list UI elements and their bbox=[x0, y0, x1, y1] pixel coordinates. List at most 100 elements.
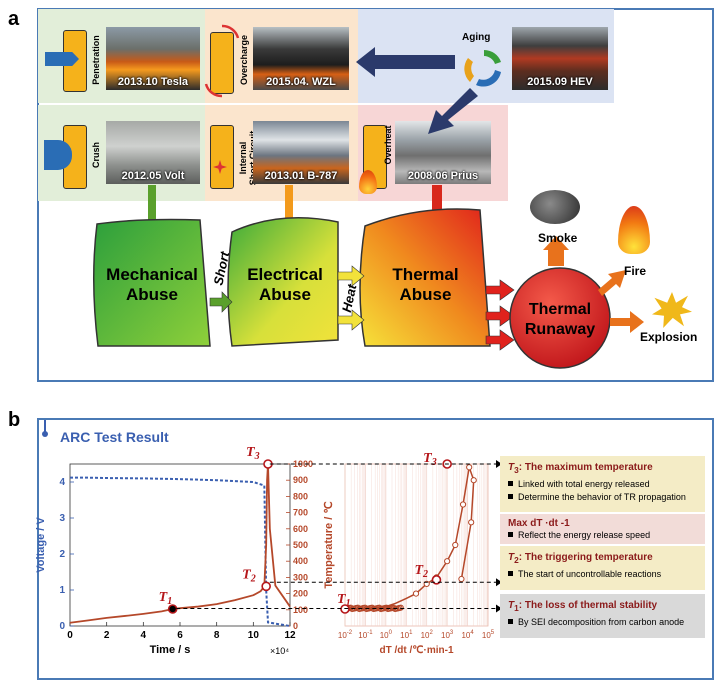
dtdt-point bbox=[354, 604, 361, 611]
caption-prius: 2008.06 Prius bbox=[407, 170, 479, 182]
dtdt-point bbox=[412, 590, 420, 597]
aging-label: Aging bbox=[462, 32, 491, 43]
y-tick-label: 3 bbox=[59, 513, 65, 524]
x2-tick-label: 105 bbox=[482, 630, 495, 640]
y2-tick-label: 500 bbox=[293, 540, 308, 550]
photo-hev: 2015.09 HEV bbox=[512, 27, 608, 90]
charge-cycle-icon bbox=[204, 24, 240, 98]
x-tick-label: 8 bbox=[214, 630, 220, 641]
flame-icon-small bbox=[359, 170, 377, 194]
title-marker-icon bbox=[44, 420, 46, 432]
runaway-line2: Runaway bbox=[524, 321, 596, 338]
y-tick-label: 1 bbox=[59, 585, 65, 596]
thermal-abuse-label: Thermal Abuse bbox=[368, 265, 483, 305]
note-max-bullet-1: Reflect the energy release speed bbox=[508, 530, 705, 540]
caption-volt: 2012.05 Volt bbox=[121, 170, 185, 182]
battery-icon-internal-short bbox=[210, 125, 234, 189]
photo-b787: 2013.01 B-787 bbox=[253, 121, 349, 184]
note-t2: T2: The triggering temperature The start… bbox=[500, 546, 705, 590]
note-t3-sub: 3 bbox=[514, 465, 519, 475]
y-tick-label: 2 bbox=[59, 549, 65, 560]
photo-tesla: 2013.10 Tesla bbox=[106, 27, 200, 90]
y2-tick-label: 700 bbox=[293, 508, 308, 518]
left-plot-frame bbox=[69, 463, 291, 627]
note-t3-bullet-1: Linked with total energy released bbox=[508, 479, 705, 489]
thermal-line2: Abuse bbox=[399, 285, 452, 304]
thermal-runaway-label: Thermal Runaway bbox=[512, 300, 608, 340]
y-tick-label: 0 bbox=[59, 621, 65, 632]
title-marker-dot bbox=[42, 431, 48, 437]
note-t2-bullet-1: The start of uncontrollable reactions bbox=[508, 569, 705, 579]
smoke-label: Smoke bbox=[538, 231, 578, 245]
note-t2-title: T2: The triggering temperature bbox=[500, 546, 705, 565]
caption-wzl: 2015.04. WZL bbox=[266, 76, 336, 88]
electrical-line1: Electrical bbox=[247, 265, 323, 284]
y2-tick-label: 800 bbox=[293, 491, 308, 501]
thermal-line1: Thermal bbox=[392, 265, 459, 284]
x2-tick-label: 102 bbox=[421, 630, 434, 640]
x2-tick-label: 101 bbox=[400, 630, 413, 640]
x-tick-label: 12 bbox=[284, 630, 296, 641]
x-tick-label: 2 bbox=[104, 630, 110, 641]
y-tick-label: 4 bbox=[59, 477, 65, 488]
battery-icon-overcharge bbox=[210, 32, 234, 94]
crush-plate-icon bbox=[44, 140, 72, 170]
x2-tick-label: 10-2 bbox=[338, 630, 353, 640]
note-t3: T3: The maximum temperature Linked with … bbox=[500, 456, 705, 512]
note-max-title: Max dT ·dt -1 bbox=[508, 518, 570, 529]
note-t2-sym: T bbox=[508, 552, 515, 563]
photo-prius: 2008.06 Prius bbox=[395, 121, 491, 184]
note-t1-rest: : The loss of thermal stability bbox=[518, 600, 658, 611]
panel-b-frame bbox=[37, 418, 714, 680]
nail-icon bbox=[45, 52, 79, 66]
x-axis-label: Time / s bbox=[150, 644, 191, 656]
caption-tesla: 2013.10 Tesla bbox=[117, 76, 189, 88]
x-tick-label: 10 bbox=[248, 630, 260, 641]
voltage-line bbox=[70, 476, 291, 627]
note-t3-rest: : The maximum temperature bbox=[518, 462, 653, 473]
y2-tick-label: 1000 bbox=[293, 459, 313, 469]
x2-tick-label: 103 bbox=[441, 630, 454, 640]
electrical-line2: Abuse bbox=[259, 285, 311, 304]
dtdt-point bbox=[458, 575, 465, 583]
abuse-shapes bbox=[93, 208, 644, 369]
explosion-label: Explosion bbox=[640, 330, 698, 344]
y2-tick-label: 600 bbox=[293, 524, 308, 534]
label-t2: T2 bbox=[242, 567, 256, 584]
panel-b-title: ARC Test Result bbox=[60, 429, 169, 445]
note-t3-title: T3: The maximum temperature bbox=[500, 456, 705, 475]
x2-tick-label: 104 bbox=[461, 630, 474, 640]
panel-b-label: b bbox=[8, 409, 21, 431]
y2-tick-label: 200 bbox=[293, 589, 308, 599]
x-tick-label: 4 bbox=[141, 630, 147, 641]
note-t1-sym: T bbox=[508, 600, 515, 611]
photo-volt: 2012.05 Volt bbox=[106, 121, 200, 184]
electrical-abuse-label: Electrical Abuse bbox=[232, 265, 338, 305]
note-t1-sub: 1 bbox=[514, 603, 519, 613]
y-axis-label: Voltage / V bbox=[35, 517, 47, 573]
dtdt-point bbox=[470, 477, 477, 484]
mechanical-abuse-label: Mechanical Abuse bbox=[96, 265, 208, 305]
panel-a-label: a bbox=[8, 8, 20, 30]
x-tick-label: 0 bbox=[67, 630, 73, 641]
dtdt-point bbox=[369, 604, 376, 611]
dtdt-point bbox=[468, 519, 475, 526]
label-t1: T1 bbox=[159, 590, 173, 607]
note-t2-sub: 2 bbox=[514, 555, 519, 565]
note-t1: T1: The loss of thermal stability By SEI… bbox=[500, 594, 705, 638]
x-multiplier: ×10⁴ bbox=[270, 646, 289, 656]
dtdt-point bbox=[466, 464, 473, 471]
mechanical-line1: Mechanical bbox=[106, 265, 198, 284]
dtdt-point bbox=[383, 604, 390, 611]
dtdt-point bbox=[390, 604, 397, 611]
label-t3: T3 bbox=[246, 445, 260, 462]
connector-t2-arrowhead bbox=[496, 578, 502, 587]
recycle-icon bbox=[464, 49, 501, 87]
dtdt-point bbox=[452, 541, 459, 549]
x2-tick-label: 100 bbox=[380, 630, 393, 640]
x2-axis-label: dT /dt /℃·min-1 bbox=[380, 645, 454, 656]
y2-tick-label: 900 bbox=[293, 475, 308, 485]
dtdt-point bbox=[459, 501, 467, 508]
smoke-icon bbox=[530, 190, 580, 224]
